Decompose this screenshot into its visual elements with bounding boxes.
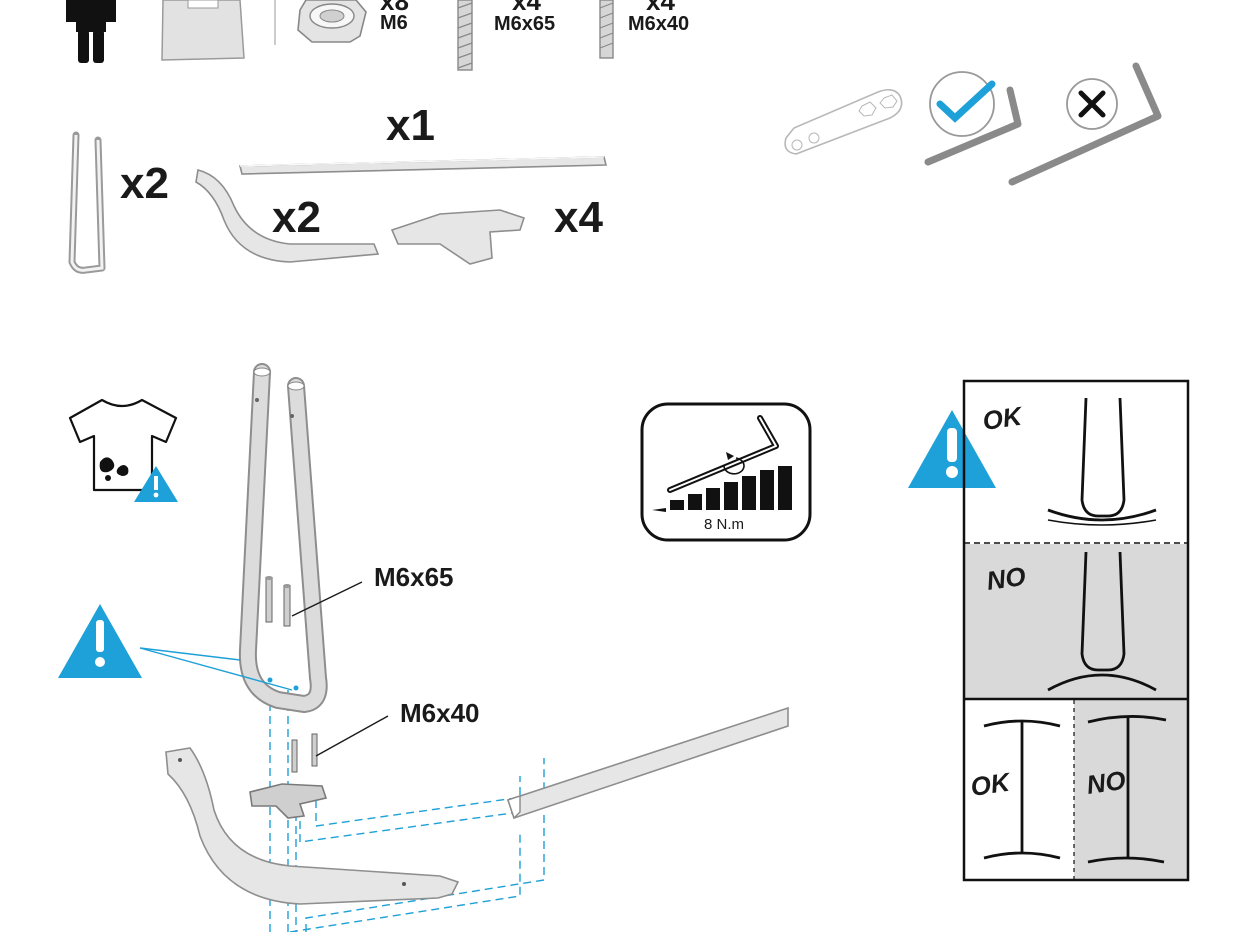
assembly-upright-frame (238, 363, 328, 713)
nut-size: M6 (380, 12, 408, 34)
curved-base-quantity: x2 (272, 193, 321, 242)
long-bolt-icon (457, 0, 473, 71)
assembly-curved-base (165, 747, 460, 905)
bottom-ok-label: OK (969, 766, 1014, 801)
upright-u-frame (68, 131, 106, 274)
bracket-quantity: x4 (554, 193, 603, 242)
nut-icon (297, 0, 367, 43)
short-bolt-icon (599, 0, 614, 59)
bar-quantity: x1 (386, 101, 435, 150)
torque-value: 8 N.m (704, 516, 744, 533)
assembly-bracket (249, 783, 328, 819)
top-no-label: NO (985, 561, 1028, 596)
top-ok-label: OK (981, 400, 1026, 435)
wrench-icon (784, 88, 903, 155)
check-icon (929, 71, 996, 137)
check-panel (962, 379, 1190, 882)
warning-icon (908, 410, 996, 488)
upright-quantity: x2 (120, 159, 169, 208)
curved-base-tube (195, 169, 380, 263)
person-icon (66, 0, 116, 63)
short-bolt-callout: M6x40 (400, 698, 480, 728)
torque-icon (640, 402, 812, 542)
warning-icon (58, 604, 293, 691)
long-bolt-callout: M6x65 (374, 562, 454, 592)
bottom-no-label: NO (1085, 765, 1128, 800)
wrong-allen-key (1008, 62, 1162, 186)
short-bolt-quantity: x4 (646, 0, 675, 16)
cross-icon (1066, 78, 1118, 130)
warning-icon (134, 466, 178, 502)
long-bolt-quantity: x4 (512, 0, 541, 16)
long-bar (238, 156, 608, 175)
assembly-long-bar (506, 706, 789, 820)
stained-shirt-icon (68, 398, 178, 492)
foot-bracket (390, 209, 526, 265)
correct-allen-key (924, 86, 1022, 166)
long-bolt-size: M6x65 (494, 13, 555, 35)
assembly-short-bolts (291, 733, 318, 773)
short-bolt-size: M6x40 (628, 13, 689, 35)
assembly-long-bolts (265, 576, 291, 627)
nut-quantity: x8 (380, 0, 409, 16)
bag-icon (161, 0, 245, 61)
